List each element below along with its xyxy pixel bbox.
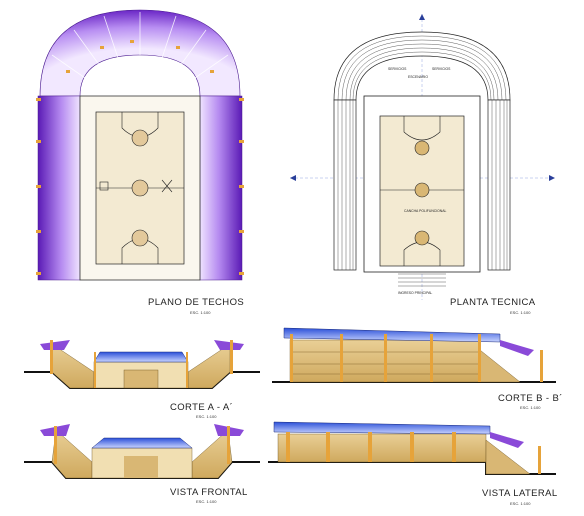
section-a-scale: ESC. 1:100: [196, 414, 217, 419]
side-view-canopy-right: [490, 432, 524, 448]
front-view-bleacher-right: [191, 429, 233, 479]
tech-label-stage: ESCENARIO: [408, 75, 428, 79]
roof-plan-court-lines: [96, 112, 184, 264]
tech-label-services-left: SERVICIOS: [388, 67, 407, 71]
section-a-title: CORTE A - A´: [170, 402, 233, 413]
tech-plan-scale: ESC. 1:100: [510, 310, 531, 315]
tech-axis-markers: [290, 14, 555, 181]
side-view-roof: [273, 421, 491, 435]
tech-court-lines: [380, 116, 464, 266]
roof-plan-title: PLANO DE TECHOS: [148, 297, 244, 308]
roof-plan-scale: ESC. 1:100: [190, 310, 211, 315]
section-a-stage: [123, 369, 159, 389]
roof-columns: [36, 40, 244, 275]
tech-plan-title: PLANTA TECNICA: [450, 297, 536, 308]
section-a-bleacher-right: [187, 343, 231, 389]
section-a-canopy-left: [40, 340, 70, 350]
tech-label-court: CANCHA POLIFUNCIONAL: [404, 209, 447, 213]
tech-bleacher-arc-steps: [337, 35, 507, 101]
front-view-roof: [91, 437, 193, 449]
section-b-title: CORTE B - B´: [498, 393, 563, 404]
roof-right-wing: [199, 95, 243, 281]
section-a-roof: [93, 351, 189, 363]
section-a-canopy-right: [214, 340, 244, 350]
section-a-columns: [50, 340, 233, 388]
section-a: CORTE A - A´ ESC. 1:100: [24, 340, 260, 419]
section-a-bleacher-left: [51, 343, 95, 389]
front-view-bleacher-left: [51, 429, 93, 479]
side-view-columns: [286, 432, 541, 474]
technical-plan: CANCHA POLIFUNCIONAL ESCENARIO SERVICIOS…: [290, 14, 555, 315]
tech-label-entrance: INGRESO PRINCIPAL: [398, 291, 432, 295]
section-b-scale: ESC. 1:100: [520, 405, 541, 410]
section-b-canopy-right: [500, 340, 534, 356]
roof-plan: PLANO DE TECHOS ESC. 1:100: [36, 9, 244, 315]
arc-rafters: [51, 12, 229, 81]
front-view-scale: ESC. 1:100: [196, 499, 217, 504]
tech-bleacher-left: [333, 99, 357, 271]
side-view-bleacher-right: [485, 439, 531, 475]
front-view-title: VISTA FRONTAL: [170, 487, 248, 498]
tech-entrance-stairs: [398, 273, 446, 287]
tech-bleacher-right: [487, 99, 511, 271]
side-view-hall: [277, 433, 487, 463]
section-b-columns: [290, 334, 543, 382]
tech-bleacher-steps: [337, 100, 508, 270]
section-b: CORTE B - B´ ESC. 1:100: [272, 327, 563, 410]
tech-label-services-right: SERVICIOS: [432, 67, 451, 71]
section-b-bleacher-right: [479, 349, 521, 383]
front-view: VISTA FRONTAL ESC. 1:100: [24, 424, 260, 504]
side-view: VISTA LATERAL ESC. 1:100: [268, 421, 558, 506]
side-view-scale: ESC. 1:100: [510, 501, 531, 506]
roof-left-wing: [37, 95, 81, 281]
side-view-title: VISTA LATERAL: [482, 488, 558, 499]
front-view-columns: [54, 426, 230, 478]
